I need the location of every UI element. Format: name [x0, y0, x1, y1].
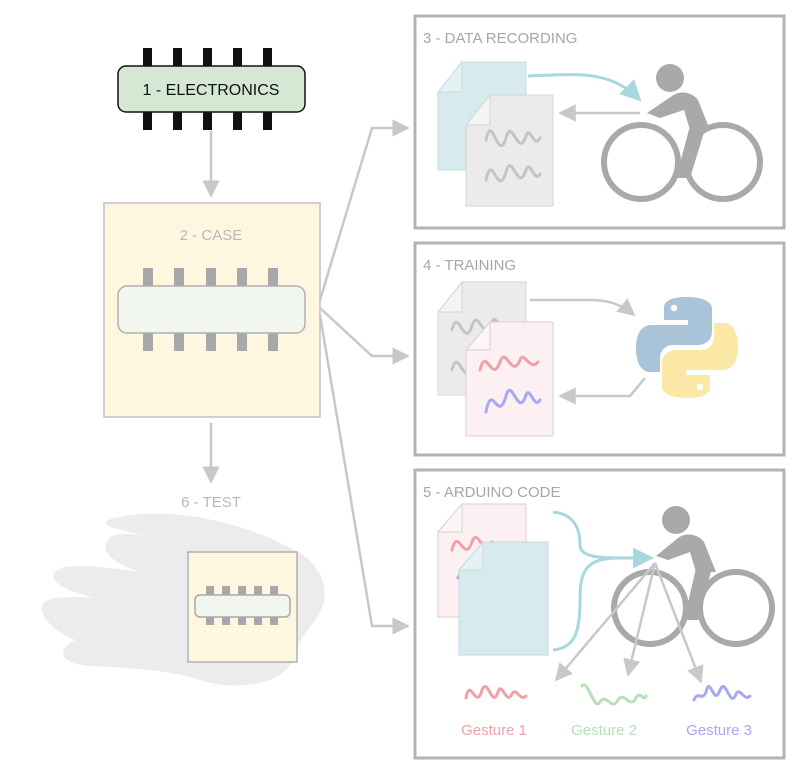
arduino-code-frame: 5 - ARDUINO CODE Gesture 1 Gesture 2 [413, 468, 786, 760]
case-label: 2 - CASE [180, 227, 243, 244]
arrow-to-gesture-2 [623, 562, 657, 677]
case-chip-pins [143, 268, 278, 351]
gesture-3-wave [692, 685, 752, 702]
case-chip [117, 285, 306, 334]
cyclist-icon [611, 506, 775, 647]
test-device [187, 551, 298, 663]
cyclist-icon [601, 64, 763, 202]
python-logo-icon [636, 297, 738, 398]
arrow-case-to-data-recording [318, 119, 410, 301]
data-recording-frame: 3 - DATA RECORDING [413, 14, 786, 230]
gesture-1-wave [464, 685, 528, 700]
case-box: 2 - CASE [103, 202, 321, 418]
training-frame: 4 - TRAINING [413, 241, 786, 457]
arduino-code-label: 5 - ARDUINO CODE [423, 484, 561, 501]
gesture-1-label: Gesture 1 [461, 722, 527, 739]
gesture-3-label: Gesture 3 [686, 722, 752, 739]
arrow-doc-to-rider [527, 73, 642, 102]
arrow-python-to-model [558, 377, 646, 405]
arrow-to-gesture-3 [653, 562, 704, 684]
gesture-2-label: Gesture 2 [571, 722, 637, 739]
arrow-case-to-arduino-code [318, 314, 410, 635]
gesture-2-wave [580, 683, 648, 706]
electronics-label: 1 - ELECTRONICS [143, 82, 280, 99]
arrow-to-gesture-1 [554, 562, 656, 682]
training-label: 4 - TRAINING [423, 257, 516, 274]
arrow-data-to-python [530, 298, 636, 317]
electronics-chip: 1 - ELECTRONICS [117, 48, 306, 130]
data-recording-label: 3 - DATA RECORDING [423, 30, 577, 47]
arrow-case-to-training [319, 307, 410, 365]
test-label: 6 - TEST [181, 494, 241, 511]
